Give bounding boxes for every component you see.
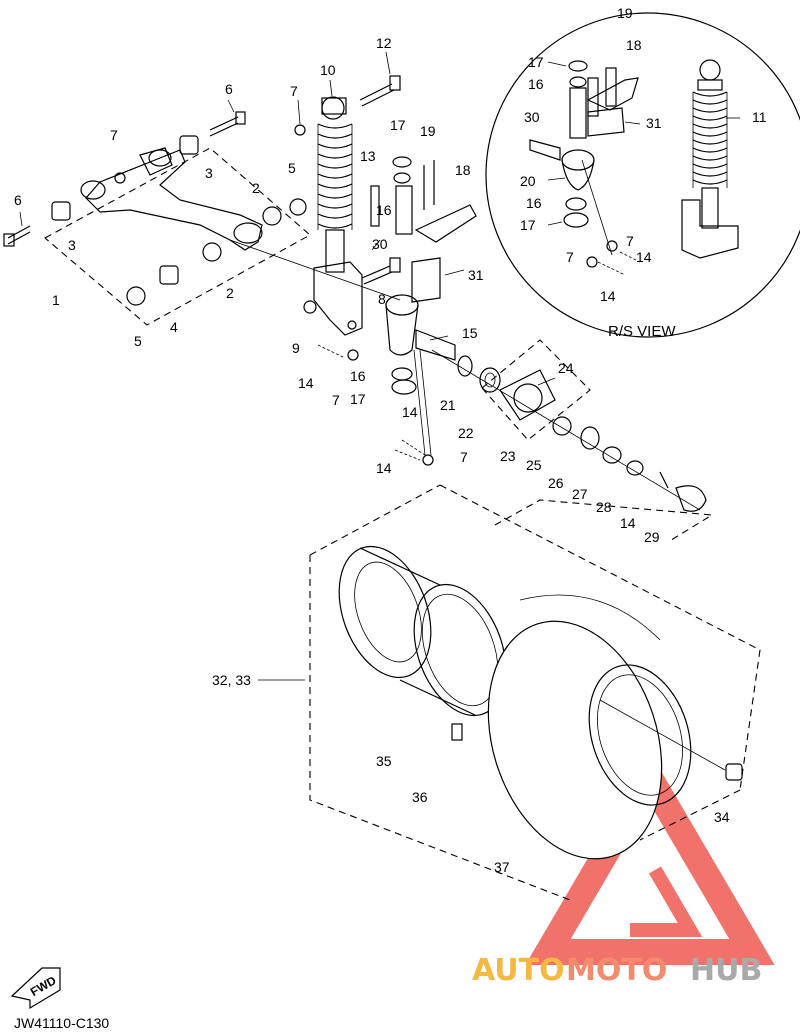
leader-lines (19, 51, 740, 681)
callout: 1 (52, 292, 60, 308)
callout: 31 (468, 267, 484, 283)
callout: 3 (68, 237, 76, 253)
rs-view-inset (485, 12, 800, 338)
callout: 16 (350, 368, 366, 384)
callout: 14 (298, 375, 314, 391)
hub-assembly (431, 339, 714, 543)
callout: 7 (110, 127, 118, 143)
callout: 2 (226, 285, 234, 301)
callout: 30 (372, 236, 388, 252)
callout: 23 (500, 448, 516, 464)
callout-labels: 6 7 10 12 7 3 5 2 13 17 19 18 16 30 6 3 … (14, 5, 767, 875)
callout: 9 (292, 340, 300, 356)
callout: 5 (288, 160, 296, 176)
steering-knuckle (229, 156, 477, 466)
callout: 17 (528, 54, 544, 70)
callout: 7 (626, 233, 634, 249)
fwd-arrow-icon: FWD (10, 967, 61, 1010)
automotohub-wordmark: AUTO MOTO HUB (472, 953, 762, 988)
callout: 5 (134, 333, 142, 349)
callout: 12 (376, 35, 392, 51)
callout: 20 (520, 173, 536, 189)
callout: 7 (460, 449, 468, 465)
callout: 14 (600, 288, 616, 304)
callout: 13 (360, 148, 376, 164)
drawing-code: JW41110-C130 (14, 1015, 109, 1031)
callout: 7 (290, 83, 298, 99)
callout: 34 (714, 809, 730, 825)
callout: 26 (548, 475, 564, 491)
callout: 17 (350, 391, 366, 407)
callout: 32, 33 (212, 672, 251, 688)
callout: 30 (524, 109, 540, 125)
callout: 16 (376, 202, 392, 218)
shock-absorber (294, 75, 401, 361)
wheel-tire-assembly (309, 484, 761, 901)
callout: 28 (596, 499, 612, 515)
svg-text:AUTO: AUTO (472, 953, 565, 988)
callout: 3 (205, 165, 213, 181)
rs-view-label: R/S VIEW (608, 323, 676, 340)
callout: 22 (458, 425, 474, 441)
callout: 19 (617, 5, 633, 21)
callout: 6 (14, 192, 22, 208)
callout: 16 (528, 76, 544, 92)
svg-text:HUB: HUB (690, 953, 762, 988)
callout: 14 (636, 249, 652, 265)
callout: 14 (620, 515, 636, 531)
callout: 19 (420, 123, 436, 139)
callout: 4 (170, 319, 178, 335)
callout: 31 (646, 115, 662, 131)
callout: 24 (558, 360, 574, 376)
callout: 18 (626, 37, 642, 53)
callout: 15 (462, 325, 478, 341)
a-arm-assembly (3, 111, 311, 326)
callout: 2 (252, 180, 260, 196)
callout: 14 (402, 404, 418, 420)
callout: 8 (378, 291, 386, 307)
callout: 18 (455, 162, 471, 178)
callout: 35 (376, 753, 392, 769)
callout: 21 (440, 397, 456, 413)
shock-absorber-rs (681, 59, 739, 259)
automotohub-logo (525, 752, 775, 965)
callout: 7 (332, 392, 340, 408)
callout: 11 (752, 109, 767, 125)
callout: 6 (225, 81, 233, 97)
callout: 14 (376, 460, 392, 476)
callout: 16 (526, 195, 542, 211)
callout: 7 (566, 249, 574, 265)
callout: 17 (390, 117, 406, 133)
callout: 37 (494, 859, 510, 875)
callout: 36 (412, 789, 428, 805)
callout: 25 (526, 457, 542, 473)
callout: 27 (572, 486, 588, 502)
callout: 29 (644, 529, 660, 545)
callout: 10 (320, 62, 336, 78)
callout: 17 (520, 217, 536, 233)
svg-text:MOTO: MOTO (566, 953, 667, 988)
